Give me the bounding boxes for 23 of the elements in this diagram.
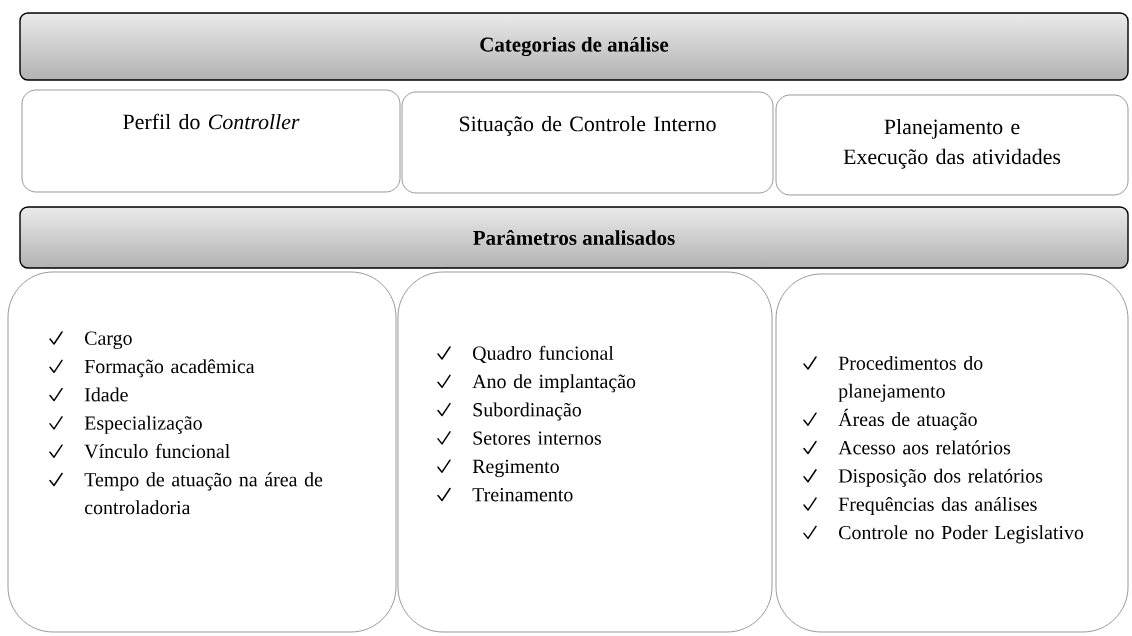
- checklist-item: Setores internos: [437, 431, 601, 445]
- category-box: Perfil do Controller: [21, 89, 401, 193]
- category-box: Situação de Controle Interno: [401, 91, 774, 194]
- checklist-item: Frequências das análises: [803, 496, 1037, 516]
- checklist-item: Quadro funcional: [437, 345, 614, 363]
- checklist-item: Áreas de atuação: [803, 408, 977, 431]
- checklist-item: Treinamento: [437, 487, 573, 502]
- checklist-item: Tempo de atuação na área de controladoria: [49, 472, 323, 515]
- checklist-item: Especialização: [49, 415, 202, 434]
- checklist-item: Formação acadêmica: [49, 359, 255, 378]
- checklist-item: Regimento: [437, 459, 559, 478]
- category-box: Planejamento e Execução das atividades: [775, 94, 1129, 196]
- checklist-item: Idade: [49, 387, 128, 402]
- checklist-item: Ano de implantação: [437, 374, 636, 393]
- checklist-item: Disposição dos relatórios: [803, 468, 1043, 487]
- checklist-item: Vínculo funcional: [49, 443, 230, 459]
- header-band: Categorias de análise: [19, 12, 1129, 81]
- checklist-item: Acesso aos relatórios: [803, 440, 1011, 455]
- checklist-item: Procedimentos do planejamento: [803, 355, 983, 402]
- checklist-item: Controle no Poder Legislativo: [803, 525, 1084, 544]
- checklist-item: Subordinação: [437, 402, 581, 421]
- header-band: Parâmetros analisados: [19, 206, 1129, 269]
- checklist-item: Cargo: [49, 331, 132, 349]
